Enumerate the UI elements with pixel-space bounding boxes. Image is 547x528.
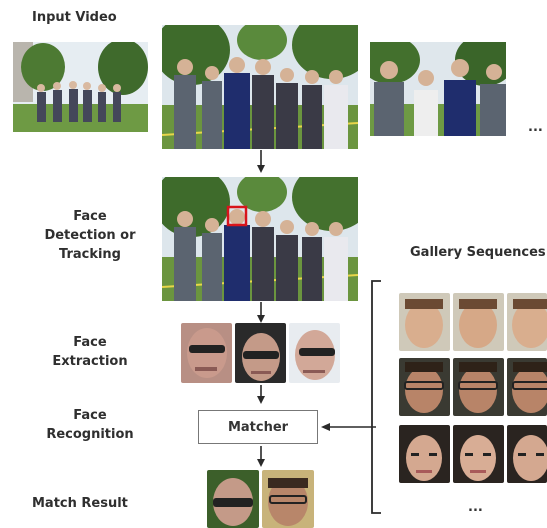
detection-frame: [162, 177, 358, 301]
gallery-face-r3c3: [507, 425, 547, 483]
extracted-face-1: [181, 323, 232, 383]
arrow-gallery-to-matcher: [321, 423, 376, 431]
gallery-face-r2c2: [453, 358, 504, 416]
extracted-face-2: [235, 323, 286, 383]
stage-label-face-detection: Face Detection or Tracking: [44, 209, 136, 262]
gallery-face-r3c1: [399, 425, 450, 483]
input-ellipsis: ...: [528, 120, 543, 135]
extracted-face-3: [289, 323, 340, 383]
arrow-detection-to-extraction: [257, 302, 265, 323]
stage-label-input-video: Input Video: [32, 10, 117, 25]
gallery-face-r1c3: [507, 293, 547, 351]
gallery-face-r2c1: [399, 358, 450, 416]
gallery-face-r2c3: [507, 358, 547, 416]
matcher-box: Matcher: [198, 410, 318, 444]
match-result-query-face: [207, 470, 259, 528]
arrow-extraction-to-matcher: [257, 385, 265, 404]
gallery-face-r1c1: [399, 293, 450, 351]
stage-label-match-result: Match Result: [32, 496, 128, 511]
matcher-label: Matcher: [227, 419, 289, 435]
gallery-face-r1c2: [453, 293, 504, 351]
input-frame-1: [13, 42, 148, 132]
gallery-title: Gallery Sequences: [410, 245, 546, 260]
input-frame-3: [370, 42, 506, 136]
input-frame-2: [162, 25, 358, 149]
gallery-ellipsis: ...: [468, 500, 483, 515]
gallery-face-r3c2: [453, 425, 504, 483]
stage-label-face-extraction: Face Extraction: [52, 335, 128, 369]
gallery-bracket: [371, 280, 381, 514]
arrow-input-to-detection: [257, 150, 265, 173]
match-result-gallery-face: [262, 470, 314, 528]
arrow-matcher-to-result: [257, 446, 265, 467]
stage-label-face-recognition: Face Recognition: [46, 408, 134, 442]
